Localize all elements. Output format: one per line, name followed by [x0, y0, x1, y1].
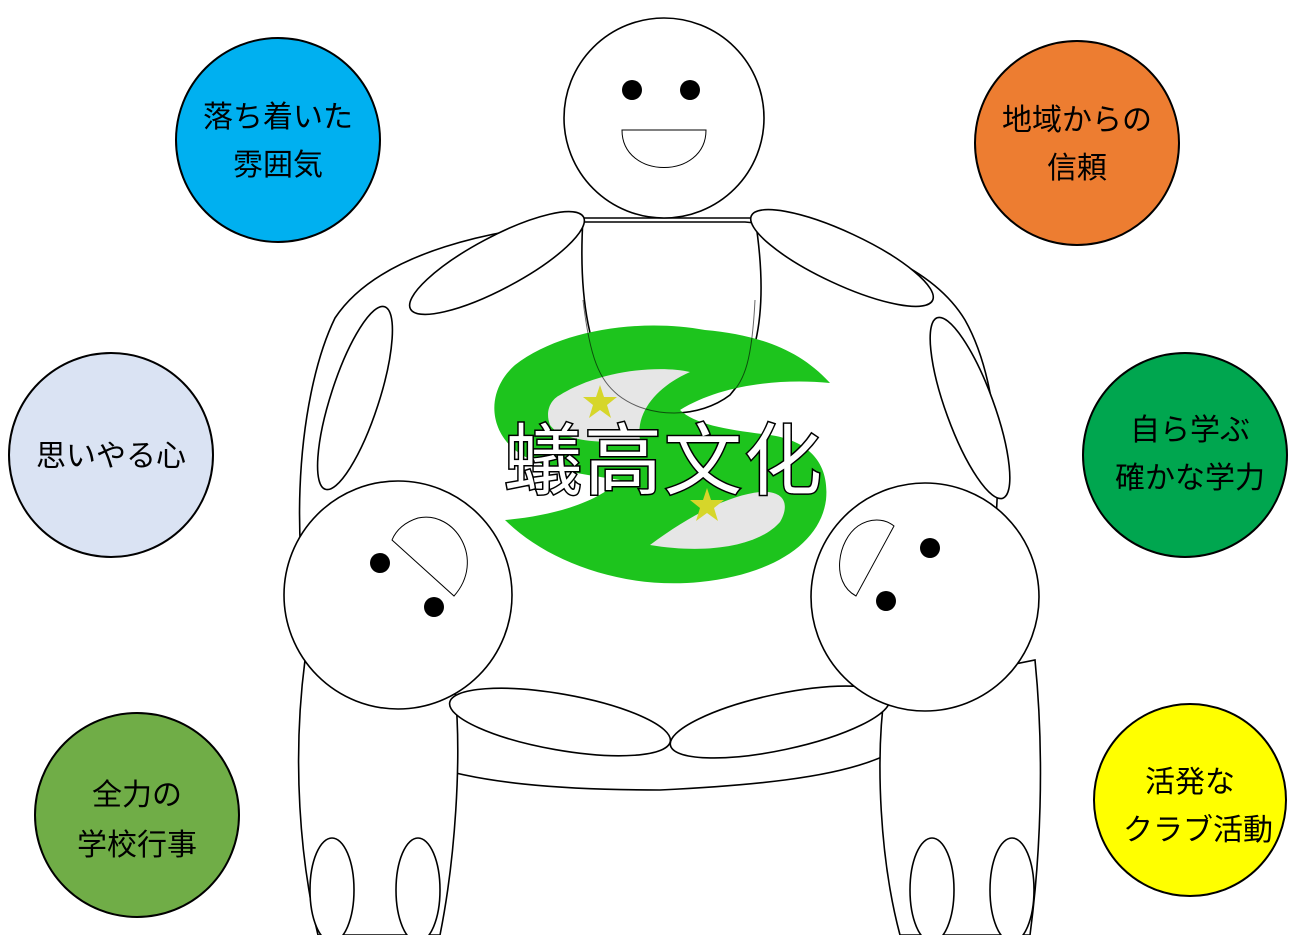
left-foot-1 [309, 837, 355, 935]
star-lower-icon [690, 488, 724, 521]
bubble-mid-right-line-1: 自ら学ぶ [1130, 413, 1250, 448]
bubble-top-left-line-2: 雰囲気 [233, 148, 323, 183]
top-right-eye [680, 80, 700, 100]
bubble-bottom-left-line-2: 学校行事 [77, 828, 197, 863]
bubble-bottom-right-line-2: クラブ活動 [1123, 813, 1273, 848]
right-head [810, 482, 1040, 712]
left-foot-2 [395, 837, 441, 935]
star-upper-icon [583, 385, 617, 418]
bubble-mid-left-line-1: 思いやる心 [36, 439, 186, 474]
right-side-arm [929, 316, 1011, 500]
right-head-eye-2 [876, 591, 896, 611]
bubble-bottom-right-circle [1093, 703, 1287, 897]
right-upper-arm [749, 208, 935, 308]
bubble-mid-right: 自ら学ぶ 確かな学力 [1082, 352, 1288, 558]
bubble-top-left-line-1: 落ち着いた [203, 100, 353, 135]
left-side-arm [316, 305, 394, 491]
top-head [563, 17, 765, 219]
bubble-top-right-line-1: 地域からの [1002, 103, 1152, 138]
bubble-top-left-circle [175, 37, 381, 243]
bubble-bottom-left-line-1: 全力の [92, 778, 182, 813]
bubble-top-right: 地域からの 信頼 [974, 40, 1180, 246]
left-head [283, 480, 513, 710]
right-foot-1 [909, 837, 955, 935]
bubble-mid-right-line-2: 確かな学力 [1115, 461, 1265, 496]
left-head-eye-2 [424, 597, 444, 617]
bubble-mid-right-circle [1082, 352, 1288, 558]
title: 蟻高文化 [504, 417, 824, 507]
bubble-top-left: 落ち着いた 雰囲気 [175, 37, 381, 243]
left-upper-arm [408, 210, 586, 316]
bubble-bottom-right-line-1: 活発な [1145, 765, 1235, 800]
school-logo [494, 325, 830, 584]
neck-overlay [582, 299, 756, 414]
bubble-bottom-left: 全力の 学校行事 [34, 712, 240, 918]
bubble-top-right-circle [974, 40, 1180, 246]
logo-inner-upper [548, 369, 690, 442]
bubble-mid-left: 思いやる心 [8, 352, 214, 558]
left-head-mouth [391, 516, 468, 597]
left-head-eye-1 [370, 553, 390, 573]
top-smile [621, 129, 707, 168]
right-head-eye-1 [920, 538, 940, 558]
top-left-eye [622, 80, 642, 100]
bubble-top-right-line-2: 信頼 [1047, 151, 1107, 186]
right-foot-2 [989, 837, 1035, 935]
bubble-mid-left-circle [8, 352, 214, 558]
bubble-bottom-right: 活発な クラブ活動 [1093, 703, 1287, 897]
right-head-mouth [839, 519, 895, 597]
bubble-bottom-left-circle [34, 712, 240, 918]
lower-figure [283, 480, 1042, 935]
